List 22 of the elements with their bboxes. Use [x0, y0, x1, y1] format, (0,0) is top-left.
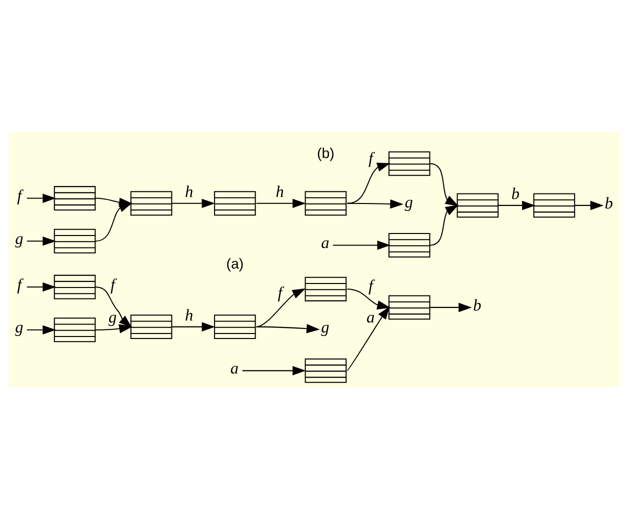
- edge-label: g: [108, 308, 117, 327]
- edge-label: f: [368, 148, 374, 168]
- edge-label: a: [366, 308, 375, 327]
- edge-label: b: [511, 184, 520, 204]
- node-text: g: [321, 318, 330, 337]
- edge-label: h: [184, 305, 194, 324]
- node-text: g: [404, 192, 413, 212]
- node-text: g: [15, 318, 24, 337]
- edge-label: f: [110, 274, 116, 294]
- node-text: b: [604, 193, 613, 212]
- node-text: g: [15, 228, 24, 248]
- label: (b): [317, 146, 334, 162]
- node-text: a: [321, 233, 330, 252]
- node-text: f: [17, 274, 22, 294]
- node-text: f: [17, 186, 22, 206]
- node-text: b: [473, 295, 482, 314]
- edge-label: h: [276, 182, 284, 202]
- label: (a): [226, 256, 244, 272]
- edge-label: h: [184, 182, 194, 202]
- edge-label: f: [368, 276, 374, 295]
- node-text: a: [230, 358, 239, 378]
- edge-label: f: [278, 283, 282, 302]
